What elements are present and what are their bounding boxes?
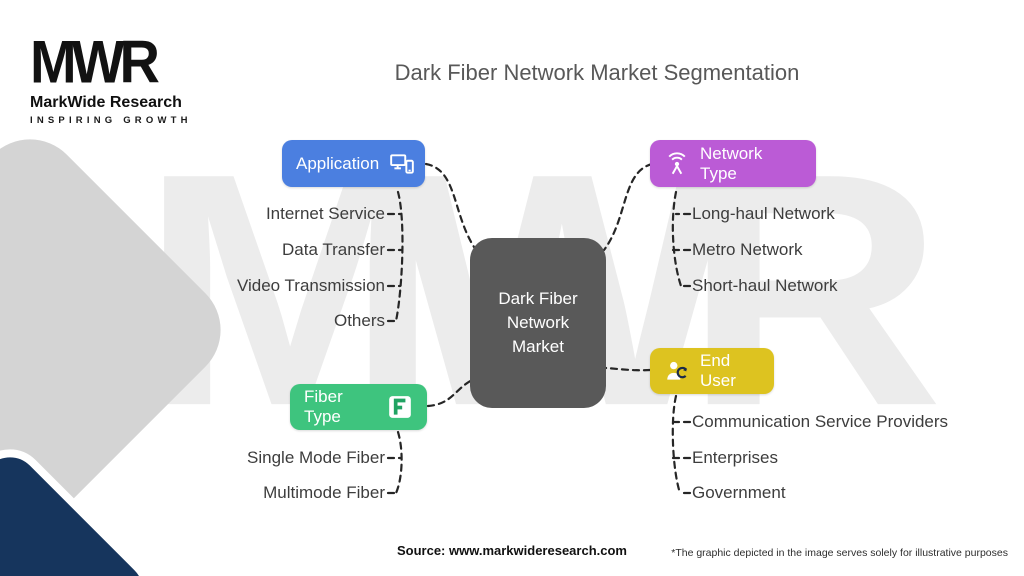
- user-refresh-icon: [664, 358, 690, 384]
- segment-item-metro-network: Metro Network: [692, 240, 803, 259]
- fiber-connector-icon: [387, 394, 413, 420]
- logo-acronym: MWR: [30, 27, 160, 96]
- center-node-label: Dark Fiber Network Market: [498, 289, 578, 356]
- branch-node-fiber-type: Fiber Type: [290, 384, 427, 430]
- segment-item-internet-service: Internet Service: [265, 204, 385, 223]
- branch-label-application: Application: [296, 153, 380, 173]
- segment-item-others: Others: [333, 311, 385, 330]
- devices-icon: [389, 151, 415, 177]
- branch-label-end-user: End User: [700, 351, 736, 390]
- branch-node-network-type: Network Type: [650, 140, 816, 187]
- branch-label-fiber-type: Fiber Type: [304, 387, 343, 426]
- segment-item-long-haul-network: Long-haul Network: [692, 204, 835, 223]
- center-node-dark-fiber-market: Dark Fiber Network Market: [470, 238, 606, 408]
- branch-node-application: Application: [282, 140, 425, 187]
- antenna-icon: [664, 151, 690, 177]
- logo-name: MarkWide Research: [30, 94, 182, 111]
- branch-node-end-user: End User: [650, 348, 774, 394]
- segment-item-communication-service-providers: Communication Service Providers: [692, 412, 949, 431]
- source-text: Source: www.markwideresearch.com: [396, 543, 627, 558]
- segment-item-multimode-fiber: Multimode Fiber: [263, 483, 385, 502]
- segment-item-government: Government: [692, 483, 786, 502]
- segment-item-data-transfer: Data Transfer: [282, 240, 385, 259]
- segment-item-short-haul-network: Short-haul Network: [692, 276, 838, 295]
- branch-label-network-type: Network Type: [700, 143, 763, 183]
- page-title: Dark Fiber Network Market Segmentation: [394, 60, 800, 85]
- markwide-logo: MWR MarkWide Research INSPIRING GROWTH: [30, 27, 192, 126]
- segment-item-video-transmission: Video Transmission: [236, 276, 385, 295]
- disclaimer-text: *The graphic depicted in the image serve…: [671, 547, 1008, 559]
- logo-tagline: INSPIRING GROWTH: [30, 115, 192, 126]
- segment-item-single-mode-fiber: Single Mode Fiber: [247, 448, 385, 467]
- segment-item-enterprises: Enterprises: [692, 448, 778, 467]
